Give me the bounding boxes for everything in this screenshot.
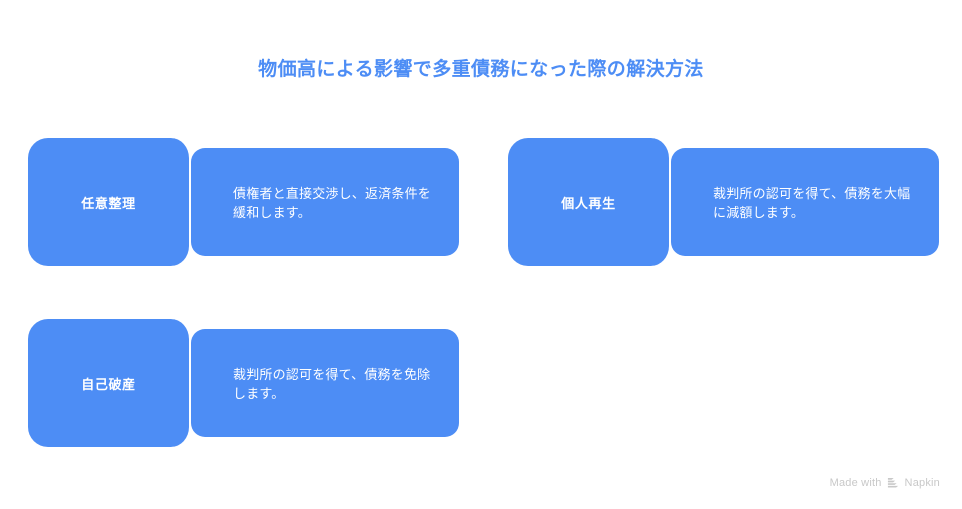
watermark: Made with Napkin <box>830 476 940 489</box>
watermark-prefix: Made with <box>829 476 882 489</box>
solution-card[interactable]: 裁判所の認可を得て、債務を大幅に減額します。 個人再生 <box>508 138 940 266</box>
card-body-block: 裁判所の認可を得て、債務を免除します。 <box>191 329 459 437</box>
card-label-text: 個人再生 <box>561 195 616 211</box>
card-cell: 裁判所の認可を得て、債務を大幅に減額します。 個人再生 <box>508 138 962 319</box>
card-description: 裁判所の認可を得て、債務を大幅に減額します。 <box>713 186 911 220</box>
card-description: 裁判所の認可を得て、債務を免除します。 <box>233 367 431 401</box>
card-body-block: 債権者と直接交渉し、返済条件を緩和します。 <box>191 148 459 256</box>
solution-card[interactable]: 裁判所の認可を得て、債務を免除します。 自己破産 <box>28 319 460 447</box>
card-label-block[interactable]: 自己破産 <box>28 319 191 447</box>
card-label-text: 任意整理 <box>81 195 136 211</box>
card-description: 債権者と直接交渉し、返済条件を緩和します。 <box>233 186 432 220</box>
card-label-block[interactable]: 任意整理 <box>28 138 191 266</box>
page-title: 物価高による影響で多重債務になった際の解決方法 <box>258 58 704 80</box>
solution-card-grid: 債権者と直接交渉し、返済条件を緩和します。 任意整理 裁判所の認可を得て、債務を… <box>28 138 939 500</box>
card-cell-empty <box>508 319 962 500</box>
card-cell: 裁判所の認可を得て、債務を免除します。 自己破産 <box>28 319 508 500</box>
napkin-chevron-logo-icon <box>887 476 900 489</box>
card-label-block[interactable]: 個人再生 <box>508 138 671 266</box>
card-body-block: 裁判所の認可を得て、債務を大幅に減額します。 <box>671 148 939 256</box>
card-cell: 債権者と直接交渉し、返済条件を緩和します。 任意整理 <box>28 138 508 319</box>
solution-card[interactable]: 債権者と直接交渉し、返済条件を緩和します。 任意整理 <box>28 138 460 266</box>
card-label-text: 自己破産 <box>81 376 136 392</box>
watermark-brand: Napkin <box>904 476 940 489</box>
